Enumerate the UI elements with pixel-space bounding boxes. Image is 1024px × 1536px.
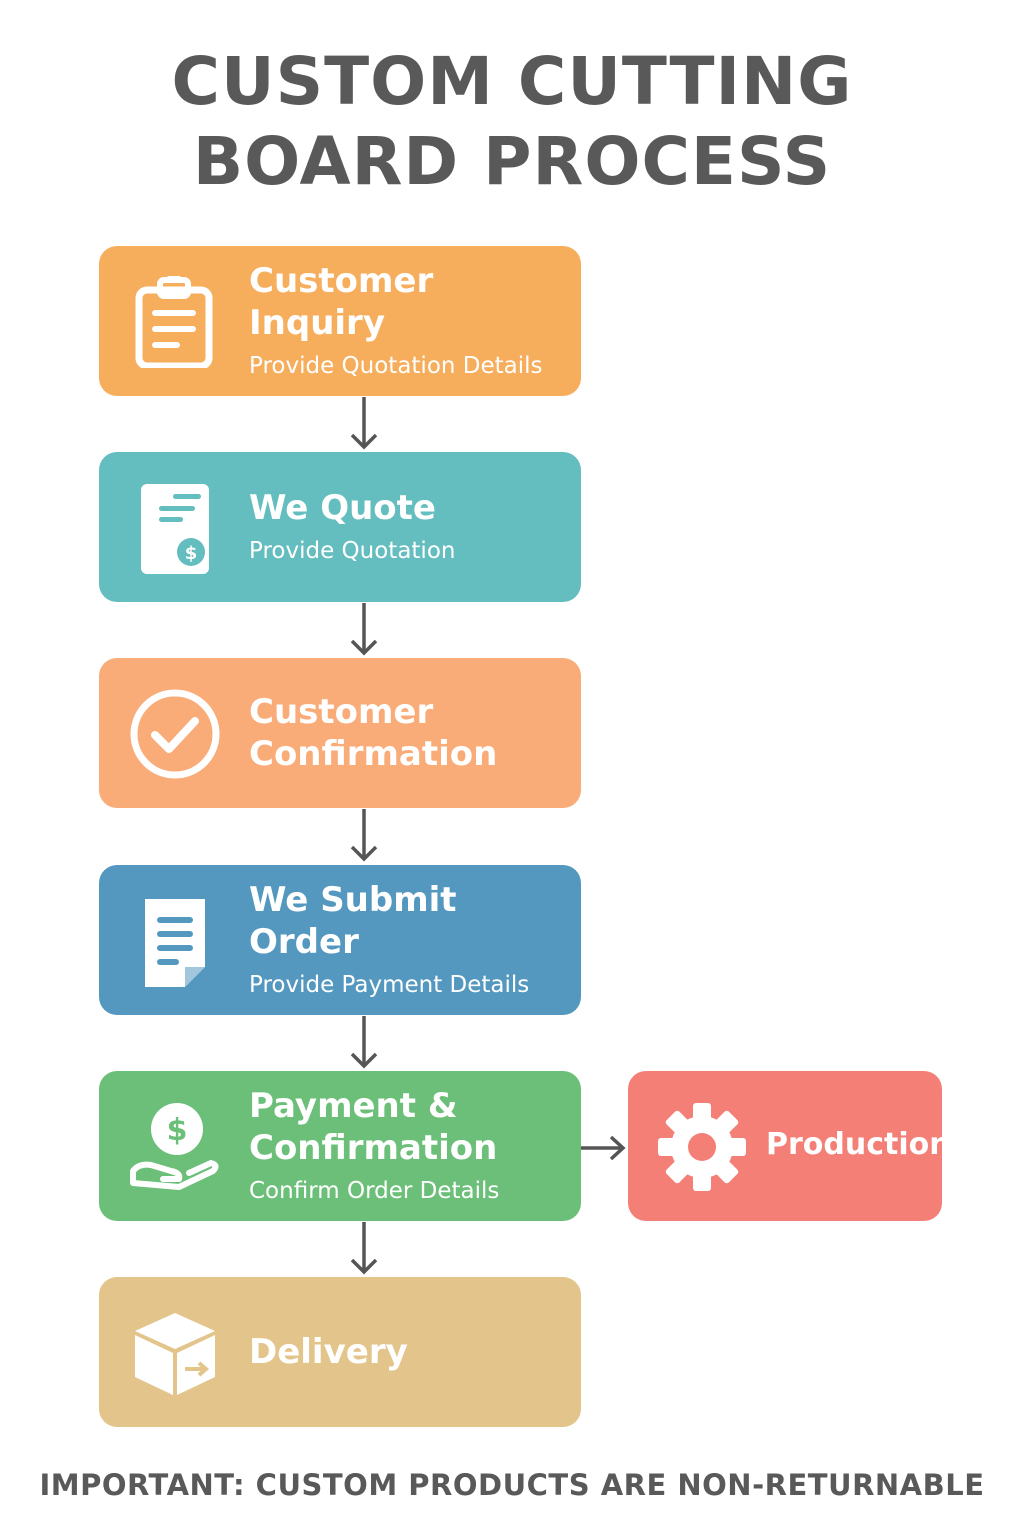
step-heading: Customer Inquiry [249, 261, 434, 343]
step-subtitle: Provide Payment Details [249, 972, 530, 998]
svg-text:$: $ [185, 543, 198, 564]
step-heading: We Submit Order [249, 880, 457, 962]
step-subtitle: Confirm Order Details [249, 1178, 500, 1204]
arrow-down-icon [350, 1016, 378, 1069]
step-heading: Customer Confirmation [249, 692, 498, 774]
checkmark-circle-icon [130, 689, 220, 779]
step-heading: Payment & Confirmation [249, 1086, 498, 1168]
footer-notice: IMPORTANT: CUSTOM PRODUCTS ARE NON-RETUR… [39, 1468, 985, 1502]
step-we-quote: $ We Quote Provide Quotation [99, 452, 581, 602]
step-delivery: Delivery [99, 1277, 581, 1427]
arrow-down-icon [350, 809, 378, 862]
quote-document-dollar-icon: $ [141, 484, 209, 574]
svg-text:$: $ [167, 1113, 188, 1148]
step-payment-confirmation: $ Payment & Confirmation Confirm Order D… [99, 1071, 581, 1221]
step-heading: Delivery [249, 1332, 408, 1372]
hand-dollar-icon: $ [130, 1103, 219, 1190]
arrow-down-icon [350, 1222, 378, 1275]
gear-icon [658, 1103, 746, 1191]
step-we-submit-order: We Submit Order Provide Payment Details [99, 865, 581, 1015]
arrow-right-icon [581, 1135, 626, 1161]
step-heading: We Quote [249, 488, 436, 528]
arrow-down-icon [350, 397, 378, 450]
step-customer-inquiry: Customer Inquiry Provide Quotation Detai… [99, 246, 581, 396]
step-customer-confirmation: Customer Confirmation [99, 658, 581, 808]
title-line-1: CUSTOM CUTTING [171, 43, 853, 120]
clipboard-icon [135, 276, 213, 368]
step-subtitle: Provide Quotation [249, 538, 456, 564]
order-document-icon [145, 899, 205, 987]
step-subtitle: Provide Quotation Details [249, 353, 543, 379]
page-title: CUSTOM CUTTING BOARD PROCESS [0, 42, 1024, 202]
step-production: Production [628, 1071, 951, 1221]
box-arrow-icon [135, 1313, 215, 1395]
production-label: Production [766, 1127, 951, 1162]
arrow-down-icon [350, 603, 378, 656]
title-line-2: BOARD PROCESS [192, 123, 832, 200]
